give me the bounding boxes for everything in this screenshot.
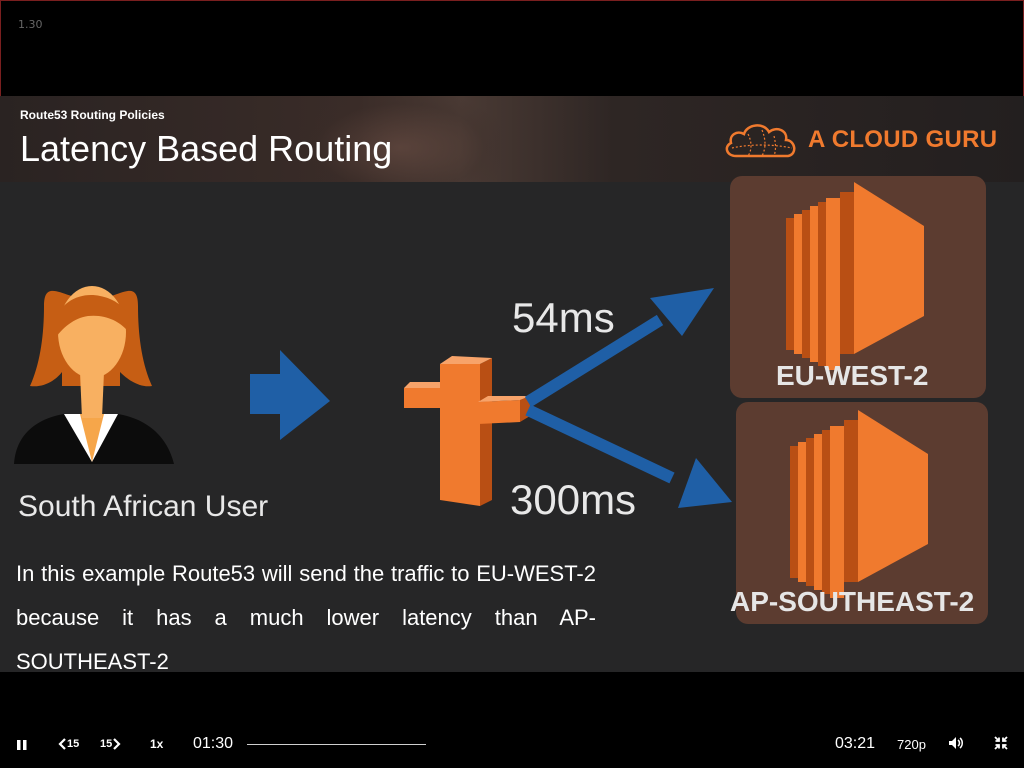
explanation-text: In this example Route53 will send the tr… <box>16 561 596 672</box>
top-timestamp: 1.30 <box>18 18 43 31</box>
region-label-ap-southeast-2: AP-SOUTHEAST-2 <box>730 586 975 617</box>
user-to-route53-arrow <box>250 350 330 440</box>
volume-button[interactable] <box>948 736 964 755</box>
pause-button[interactable] <box>16 738 30 752</box>
video-slide[interactable]: Route53 Routing Policies Latency Based R… <box>0 96 1024 672</box>
diagram-graphics <box>14 182 928 598</box>
slide-title: Latency Based Routing <box>20 128 393 169</box>
region-label-eu-west-2: EU-WEST-2 <box>776 360 929 391</box>
ec2-icon <box>790 410 928 598</box>
route-arrow-ap-southeast-2 <box>525 404 732 508</box>
duration: 03:21 <box>835 735 876 752</box>
progress-bar[interactable] <box>247 744 426 745</box>
acg-logo: A CLOUD GURU <box>722 118 997 162</box>
current-time: 01:30 <box>193 735 234 752</box>
player-controls: 15 15 1x 01:30 03:21 720p <box>0 672 1024 768</box>
forward-15-icon <box>113 738 121 750</box>
exit-fullscreen-button[interactable] <box>994 736 1008 755</box>
slide-header: Route53 Routing Policies Latency Based R… <box>0 96 1024 182</box>
volume-icon <box>949 737 963 749</box>
quality-button[interactable]: 720p <box>897 737 926 752</box>
exit-fullscreen-icon <box>994 736 1008 750</box>
user-label: South African User <box>18 490 269 523</box>
route53-icon <box>404 356 530 506</box>
rewind-15-button[interactable]: 15 <box>58 736 79 752</box>
forward-15-button[interactable]: 15 <box>100 736 121 752</box>
forward-15-label: 15 <box>100 738 113 750</box>
latency-ap-southeast-2: 300ms <box>510 476 637 523</box>
ec2-icon <box>786 182 924 370</box>
presenter-silhouette <box>300 96 500 182</box>
rewind-15-label: 15 <box>67 738 80 750</box>
route-arrow-eu-west-2 <box>524 288 714 408</box>
pause-icon <box>17 740 27 750</box>
user-avatar-icon <box>14 286 174 464</box>
cloud-logo-icon <box>725 124 796 158</box>
slide-subtitle: Route53 Routing Policies <box>20 108 165 122</box>
playback-speed-button[interactable]: 1x <box>150 737 164 751</box>
latency-eu-west-2: 54ms <box>512 294 615 341</box>
logo-text: A CLOUD GURU <box>808 126 998 153</box>
rewind-15-icon <box>58 738 66 750</box>
